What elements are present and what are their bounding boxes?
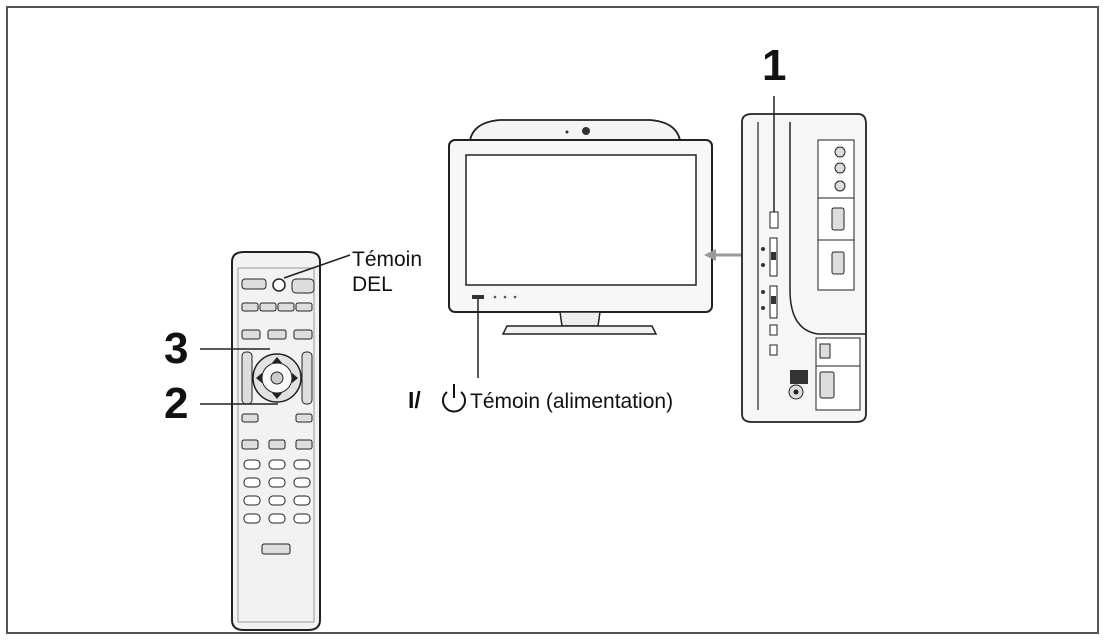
led-indicator-label-2: DEL	[352, 273, 393, 296]
remote-control	[231, 251, 321, 631]
led-indicator-label: Témoin	[352, 248, 423, 271]
step-1-label: 1	[762, 41, 787, 90]
side-connector-panel	[741, 113, 867, 423]
led-indicator	[272, 278, 286, 292]
power-indicator-symbol: I/	[408, 387, 421, 413]
power-icon	[442, 384, 466, 413]
power-indicator-label: Témoin (alimentation)	[470, 390, 674, 413]
power-switch	[769, 211, 779, 229]
figure-frame	[6, 6, 1099, 634]
step-3-label: 3	[164, 324, 189, 373]
step-2-label: 2	[164, 379, 189, 428]
camera-lens	[582, 127, 590, 135]
display-monitor	[448, 119, 713, 335]
power-led	[472, 295, 484, 299]
monitor-screen	[465, 154, 697, 286]
led-callout-line	[283, 254, 351, 279]
